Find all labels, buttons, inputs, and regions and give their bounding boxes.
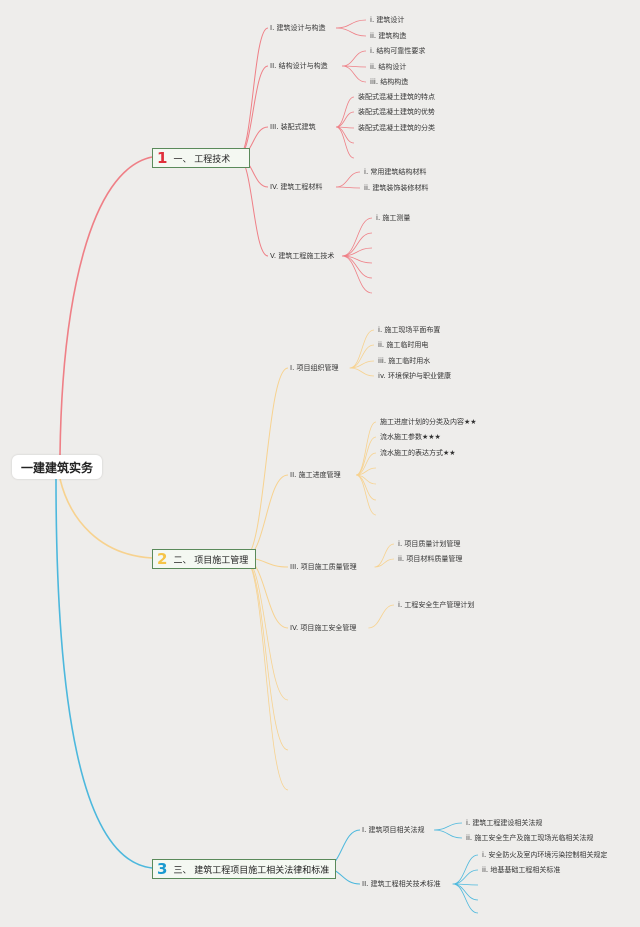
leaf-branch <box>434 829 463 839</box>
topic-node[interactable]: IV. 项目施工安全管理 <box>290 624 357 632</box>
section-label: 二、 项目施工管理 <box>173 555 249 566</box>
leaf-branch <box>335 186 361 189</box>
leaf-node[interactable]: i. 建筑设计 <box>370 16 405 24</box>
topic-node[interactable]: II. 施工进度管理 <box>290 471 341 479</box>
leaf-node[interactable]: iii. 结构构造 <box>370 78 409 86</box>
leaf-node[interactable]: ii. 施工临时用电 <box>378 341 429 349</box>
section-number: 2 <box>157 549 168 568</box>
leaf-branch <box>335 171 361 188</box>
leaf-branch <box>342 255 373 294</box>
topic-node[interactable]: IV. 建筑工程材料 <box>270 183 323 191</box>
section-branch <box>237 65 269 158</box>
leaf-branch <box>452 854 479 885</box>
empty-branch <box>243 557 289 701</box>
leaf-branch <box>349 329 375 369</box>
leaf-node[interactable]: i. 建筑工程建设相关法规 <box>466 819 543 827</box>
leaf-node[interactable]: 装配式混凝土建筑的分类 <box>358 124 435 132</box>
section-label: 三、 建筑工程项目施工相关法律和标准 <box>173 865 330 876</box>
section-branch <box>237 27 269 158</box>
leaf-node[interactable]: ii. 地基基础工程相关标准 <box>482 866 561 874</box>
leaf-branch <box>335 126 355 159</box>
empty-branch <box>243 557 289 751</box>
root-branch <box>59 156 153 456</box>
topic-node[interactable]: II. 结构设计与构造 <box>270 62 328 70</box>
leaf-node[interactable]: i. 项目质量计划管理 <box>398 540 461 548</box>
section-branch <box>243 367 289 559</box>
leaf-branch <box>335 126 355 144</box>
section-node-engineering-tech[interactable]: 1 一、 工程技术 <box>152 148 250 168</box>
leaf-node[interactable]: ii. 建筑装饰装修材料 <box>364 184 429 192</box>
topic-node[interactable]: III. 装配式建筑 <box>270 123 316 131</box>
leaf-node[interactable]: 施工进度计划的分类及内容★★ <box>380 418 477 426</box>
section-branch <box>243 474 289 559</box>
topic-node[interactable]: V. 建筑工程施工技术 <box>270 252 335 260</box>
leaf-node[interactable]: i. 安全防火及室内环境污染控制相关规定 <box>482 851 608 859</box>
leaf-branch <box>349 367 375 377</box>
leaf-node[interactable]: 装配式混凝土建筑的特点 <box>358 93 435 101</box>
leaf-node[interactable]: iv. 环境保护与职业健康 <box>378 372 451 380</box>
root-node[interactable]: 一建建筑实务 <box>12 455 102 479</box>
leaf-branch <box>374 558 395 568</box>
leaf-node[interactable]: 流水施工的表达方式★★ <box>380 449 456 457</box>
leaf-branch <box>349 344 375 369</box>
leaf-node[interactable]: 流水施工参数★★★ <box>380 433 441 441</box>
leaf-branch <box>355 421 377 476</box>
leaf-branch <box>355 474 377 516</box>
leaf-node[interactable]: 装配式混凝土建筑的优势 <box>358 108 435 116</box>
section-node-laws-standards[interactable]: 3 三、 建筑工程项目施工相关法律和标准 <box>152 859 336 879</box>
leaf-node[interactable]: i. 施工测量 <box>376 214 411 222</box>
leaf-branch <box>374 543 395 568</box>
leaf-branch <box>434 822 463 831</box>
leaf-branch <box>342 65 367 83</box>
leaf-branch <box>335 19 367 29</box>
root-branch <box>59 478 153 559</box>
leaf-branch <box>342 50 367 67</box>
leaf-node[interactable]: ii. 项目材料质量管理 <box>398 555 463 563</box>
leaf-branch <box>335 27 367 37</box>
leaf-node[interactable]: ii. 结构设计 <box>370 63 407 71</box>
topic-node[interactable]: I. 项目组织管理 <box>290 364 339 372</box>
topic-node[interactable]: I. 建筑项目相关法规 <box>362 826 425 834</box>
leaf-branch <box>342 232 373 257</box>
leaf-node[interactable]: ii. 建筑构造 <box>370 32 407 40</box>
leaf-node[interactable]: ii. 施工安全生产及施工现场光临相关法规 <box>466 834 594 842</box>
leaf-branch <box>355 436 377 476</box>
leaf-node[interactable]: i. 常用建筑结构材料 <box>364 168 427 176</box>
leaf-node[interactable]: iii. 施工临时用水 <box>378 357 431 365</box>
section-node-project-management[interactable]: 2 二、 项目施工管理 <box>152 549 256 569</box>
leaf-node[interactable]: i. 结构可靠性要求 <box>370 47 426 55</box>
leaf-branch <box>452 869 479 885</box>
leaf-branch <box>355 467 377 476</box>
leaf-branch <box>335 96 355 128</box>
section-label: 一、 工程技术 <box>173 154 231 165</box>
leaf-branch <box>368 604 395 629</box>
section-number: 1 <box>157 148 168 167</box>
root-branch <box>55 478 153 869</box>
section-number: 3 <box>157 859 168 878</box>
topic-node[interactable]: I. 建筑设计与构造 <box>270 24 326 32</box>
topic-node[interactable]: III. 项目施工质量管理 <box>290 563 357 571</box>
leaf-node[interactable]: i. 工程安全生产管理计划 <box>398 601 475 609</box>
leaf-branch <box>335 111 355 128</box>
leaf-node[interactable]: i. 施工现场平面布置 <box>378 326 441 334</box>
leaf-branch <box>452 883 479 914</box>
leaf-branch <box>342 217 373 257</box>
topic-node[interactable]: II. 建筑工程相关技术标准 <box>362 880 441 888</box>
leaf-branch <box>355 452 377 476</box>
